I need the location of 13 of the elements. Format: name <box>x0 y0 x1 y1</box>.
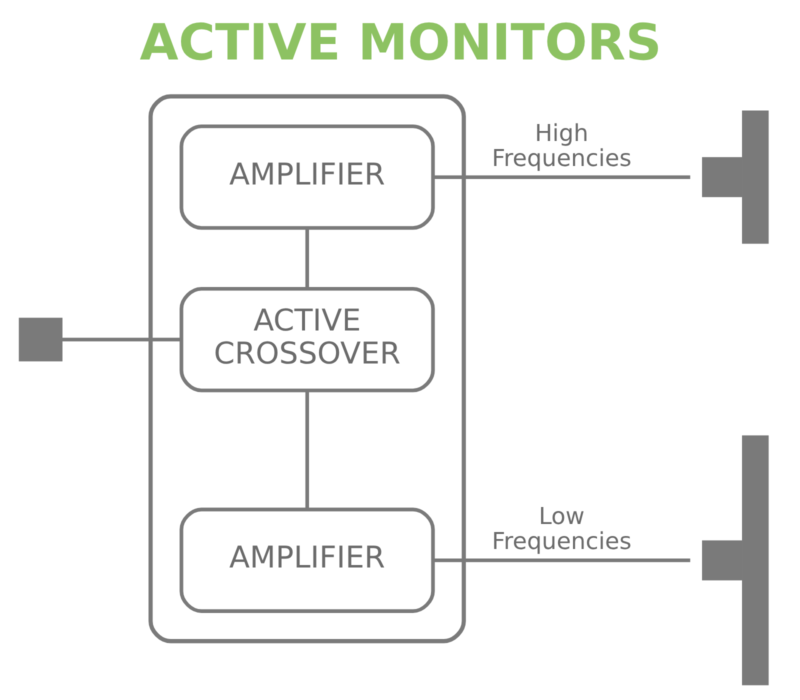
cluster <box>148 94 466 644</box>
connector <box>304 228 309 288</box>
node-box <box>18 318 62 362</box>
connector <box>432 175 690 179</box>
diagram-title: ACTIVE MONITORS <box>139 14 662 72</box>
connector <box>432 558 690 562</box>
edge-label: High Frequencies <box>491 120 631 172</box>
node-box: ACTIVE CROSSOVER <box>179 286 434 392</box>
edge-label: Low Frequencies <box>491 503 631 555</box>
node-box: AMPLIFIER <box>179 124 434 230</box>
connector <box>60 338 181 342</box>
connector <box>304 390 309 509</box>
node-box: AMPLIFIER <box>179 508 434 613</box>
